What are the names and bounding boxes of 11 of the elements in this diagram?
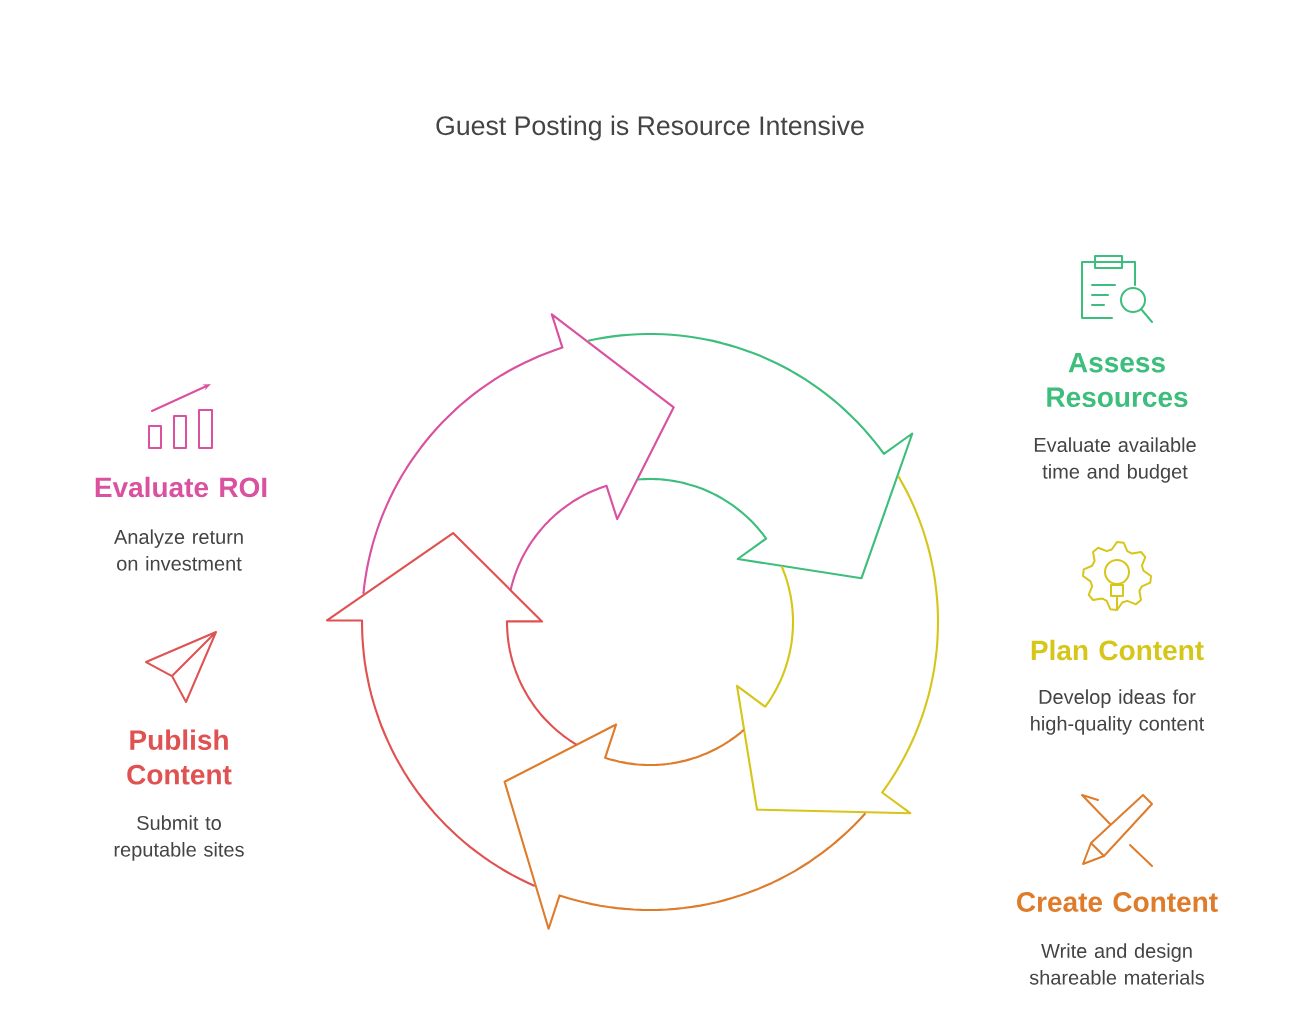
step-description: Analyze return on investment (114, 529, 243, 571)
step-title: Assess Resources (1047, 352, 1188, 408)
step-title: Publish Content (127, 729, 232, 785)
step-description: Develop ideas for high-quality content (1031, 689, 1205, 735)
diagram-title: Guest Posting is Resource Intensive (436, 115, 864, 141)
step-description: Submit to reputable sites (114, 815, 244, 861)
step-title: Create Content (1017, 892, 1218, 912)
step-description: Write and design shareable materials (1029, 943, 1205, 985)
step-description: Evaluate available time and budget (1034, 437, 1196, 483)
step-title: Evaluate ROI (95, 476, 267, 498)
step-title: Plan Content (1031, 639, 1204, 661)
